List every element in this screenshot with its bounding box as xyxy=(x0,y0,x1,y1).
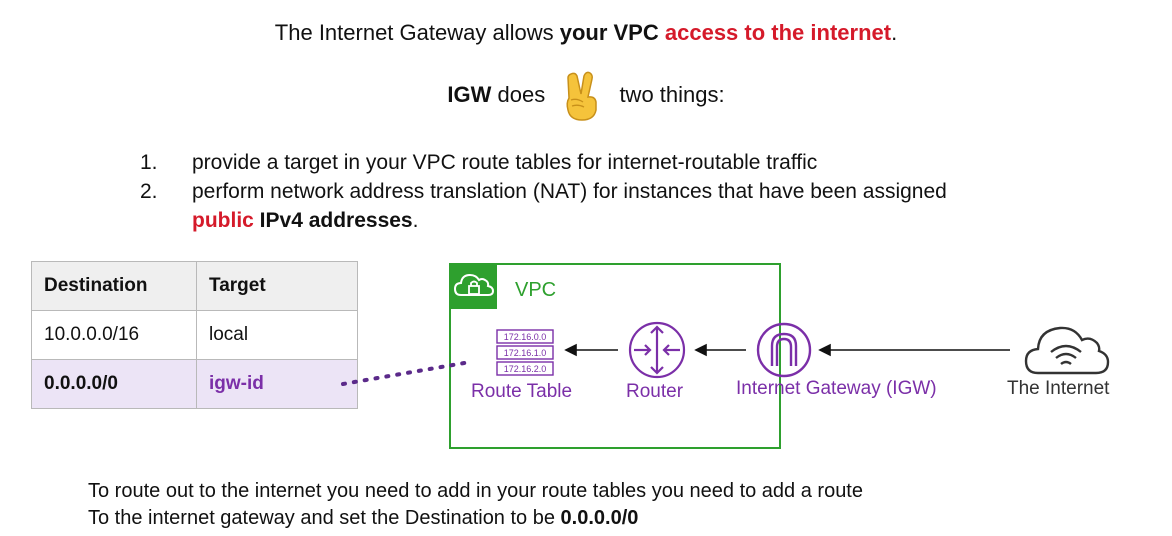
vpc-cloud-lock-icon xyxy=(451,265,497,309)
column-header-target: Target xyxy=(196,261,358,311)
route-entry: 172.16.2.0 xyxy=(504,364,547,374)
victory-hand-icon xyxy=(557,70,607,122)
internet-gateway-icon xyxy=(756,322,812,378)
table-row: 10.0.0.0/16 local xyxy=(31,310,358,360)
router-icon xyxy=(628,321,686,379)
dotted-connector xyxy=(341,360,472,386)
igw-subtitle: IGW does two things: xyxy=(0,70,1172,122)
column-header-destination: Destination xyxy=(31,261,197,311)
target-cell: igw-id xyxy=(196,359,358,409)
page-title: The Internet Gateway allows your VPC acc… xyxy=(274,20,898,45)
vpc-boundary xyxy=(449,263,781,449)
target-cell: local xyxy=(196,310,358,360)
destination-cell: 10.0.0.0/16 xyxy=(31,310,197,360)
list-item: 2. perform network address translation (… xyxy=(140,180,947,232)
bottom-note: To route out to the internet you need to… xyxy=(88,480,863,529)
route-entry: 172.16.1.0 xyxy=(504,348,547,358)
list-item: 1. provide a target in your VPC route ta… xyxy=(140,151,818,174)
route-table: Destination Target 10.0.0.0/16 local 0.0… xyxy=(31,261,358,409)
router-label: Router xyxy=(626,381,684,402)
internet-cloud-icon xyxy=(1024,326,1110,375)
route-entry: 172.16.0.0 xyxy=(504,332,547,342)
internet-gateway-label: Internet Gateway (IGW) xyxy=(736,378,937,399)
table-header-row: Destination Target xyxy=(31,261,358,311)
feature-list: 1. provide a target in your VPC route ta… xyxy=(140,148,1012,235)
destination-cell: 0.0.0.0/0 xyxy=(31,359,197,409)
table-row-highlighted: 0.0.0.0/0 igw-id xyxy=(31,359,358,409)
internet-label: The Internet xyxy=(1007,378,1110,399)
vpc-label: VPC xyxy=(515,279,557,301)
route-table-icon: 172.16.0.0 172.16.1.0 172.16.2.0 xyxy=(496,329,554,376)
route-table-label: Route Table xyxy=(471,381,573,402)
